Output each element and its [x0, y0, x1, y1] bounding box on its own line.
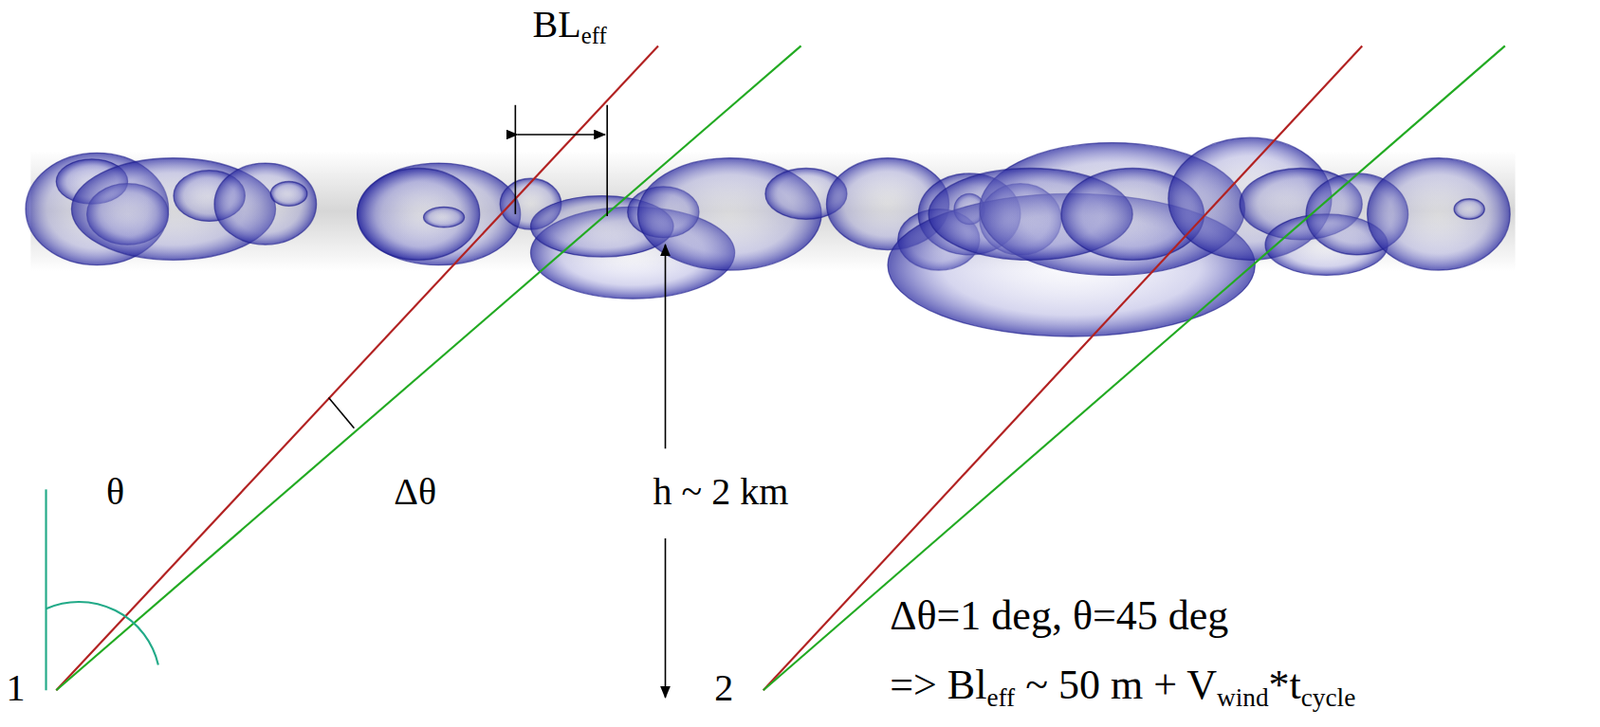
label-line: => Bleff ~ 50 m + Vwind*tcycle	[889, 662, 1356, 713]
subscript: eff	[581, 22, 607, 49]
beam-green	[55, 45, 801, 691]
label-line: Δθ	[393, 471, 437, 514]
label: 1	[5, 666, 25, 710]
angle-arc	[46, 602, 159, 665]
subscript: cycle	[1301, 683, 1357, 713]
label-line: Δθ=1 deg, θ=45 deg	[889, 593, 1229, 640]
subscript: eff	[986, 683, 1015, 713]
subscript: wind	[1216, 683, 1269, 713]
turbulence-cell	[1453, 199, 1485, 221]
beam-red	[55, 45, 659, 691]
dimension-tick	[606, 105, 608, 217]
turbulence-cell	[357, 163, 521, 266]
label: *t	[1268, 662, 1302, 709]
label: BL	[533, 2, 582, 46]
label: => Bl	[889, 662, 987, 709]
label: 2	[714, 666, 734, 710]
label: Δθ=1 deg, θ=45 deg	[889, 592, 1229, 640]
label: θ	[106, 470, 125, 514]
label-line: θ	[106, 471, 125, 514]
dimension-tick	[514, 105, 517, 215]
beam-green	[763, 45, 1506, 691]
label-line: 1	[5, 667, 25, 710]
label-line: h ~ 2 km	[653, 471, 790, 514]
turbulence-cells	[25, 137, 1510, 337]
label: h ~ 2 km	[653, 470, 790, 514]
delta-arc	[329, 398, 355, 429]
dimension-arrow	[517, 133, 607, 136]
height-arrow	[664, 538, 667, 699]
turbulence-cell	[270, 181, 308, 206]
turbulence-cell	[423, 206, 465, 228]
label: ~ 50 m + V	[1025, 662, 1217, 709]
turbulence-cell	[357, 167, 480, 260]
turbulence-cell	[1367, 158, 1511, 271]
zenith-line	[44, 489, 47, 691]
turbulence-cell	[214, 163, 317, 245]
height-arrow	[664, 244, 667, 449]
label-line: BLeff	[533, 3, 607, 49]
beam-red	[763, 45, 1362, 691]
label-line: 2	[714, 667, 734, 710]
label: Δθ	[393, 470, 437, 514]
